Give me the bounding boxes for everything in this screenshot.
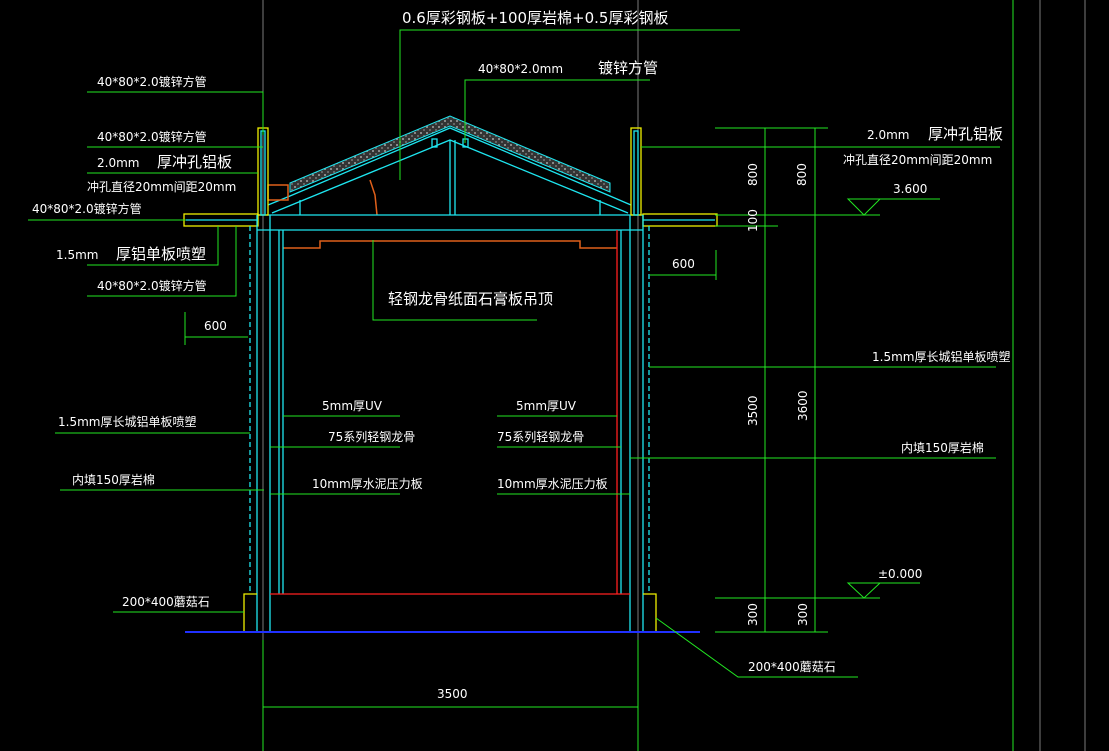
interior-right-1: 5mm厚UV	[516, 399, 577, 413]
right-label-1a: 2.0mm	[867, 128, 909, 142]
right-label-5: 200*400蘑菇石	[748, 660, 836, 674]
left-label-2: 40*80*2.0镀锌方管	[97, 129, 207, 144]
left-label-5: 40*80*2.0镀锌方管	[32, 201, 142, 216]
dim-plinth-a: 300	[746, 603, 760, 626]
interior-left-2: 75系列轻钢龙骨	[328, 430, 415, 444]
ceiling-label: 轻钢龙骨纸面石膏板吊顶	[388, 290, 553, 308]
left-label-3a: 2.0mm	[97, 156, 139, 170]
roof-tube-name: 镀锌方管	[598, 59, 658, 77]
roof-spec-label: 0.6厚彩钢板+100厚岩棉+0.5厚彩钢板	[402, 9, 668, 27]
left-label-3b: 厚冲孔铝板	[157, 153, 232, 171]
interior-right-3: 10mm厚水泥压力板	[497, 477, 608, 491]
dim-beam: 100	[746, 209, 760, 232]
left-label-8: 1.5mm厚长城铝单板喷塑	[58, 414, 196, 429]
left-label-10: 200*400蘑菇石	[122, 595, 210, 609]
dim-wall-height-b: 3600	[796, 390, 810, 421]
dim-parapet-a: 800	[746, 163, 760, 186]
dim-wall-height-a: 3500	[746, 395, 760, 426]
left-label-6b: 厚铝单板喷塑	[116, 245, 206, 263]
right-label-1b: 厚冲孔铝板	[928, 125, 1003, 143]
right-label-2: 冲孔直径20mm间距20mm	[843, 152, 992, 167]
dim-parapet-b: 800	[795, 163, 809, 186]
leader-lines	[28, 29, 1000, 678]
interior-right-2: 75系列轻钢龙骨	[497, 430, 584, 444]
interior-left-1: 5mm厚UV	[322, 399, 383, 413]
left-label-7: 40*80*2.0镀锌方管	[97, 278, 207, 293]
right-label-3: 1.5mm厚长城铝单板喷塑	[872, 349, 1010, 364]
dim-plinth-b: 300	[796, 603, 810, 626]
grid-lines	[262, 0, 1086, 751]
left-label-6a: 1.5mm	[56, 248, 98, 262]
roof	[267, 115, 632, 216]
level-top: 3.600	[893, 182, 927, 196]
dim-overhang-right: 600	[672, 257, 695, 271]
interior-left-3: 10mm厚水泥压力板	[312, 477, 423, 491]
right-label-4: 内填150厚岩棉	[901, 440, 984, 455]
left-label-4: 冲孔直径20mm间距20mm	[87, 179, 236, 194]
left-label-1: 40*80*2.0镀锌方管	[97, 74, 207, 89]
beam-ceiling	[257, 214, 643, 249]
roof-tube-size: 40*80*2.0mm	[478, 62, 563, 76]
walls	[185, 215, 700, 633]
dim-overhang-left: 600	[204, 319, 227, 333]
left-label-9: 内填150厚岩棉	[72, 472, 155, 487]
dim-width: 3500	[437, 687, 468, 701]
dimension-lines	[262, 127, 940, 751]
level-ground: ±0.000	[878, 567, 922, 581]
annotations: 0.6厚彩钢板+100厚岩棉+0.5厚彩钢板 40*80*2.0mm 镀锌方管 …	[32, 9, 1010, 701]
